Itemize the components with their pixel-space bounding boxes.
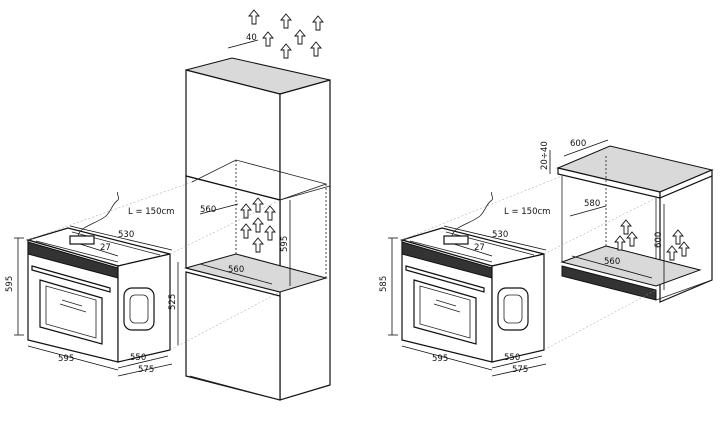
dim-depth: 560: [200, 205, 216, 215]
left-oven: L = 150cm 595 595 530 27 550 575 525: [5, 191, 179, 377]
oven-window: [39, 279, 103, 345]
dim-depth-inner: 550: [130, 353, 146, 363]
dim-width: 600: [570, 139, 586, 149]
side-bracket: [497, 287, 529, 331]
dim-top-depth: 530: [492, 230, 508, 240]
dim-side: 525: [168, 294, 178, 310]
oven-handle: [31, 265, 111, 293]
dim-inner-depth: 560: [228, 265, 244, 275]
dim-depth-outer: 575: [512, 365, 528, 375]
column-cabinet: 40 560 560 595: [27, 9, 331, 401]
counter-cabinet: 20÷40 600 580 560 600: [401, 139, 714, 351]
dim-gap: 40: [246, 33, 257, 43]
power-cable: [77, 199, 119, 237]
dim-width: 595: [58, 354, 74, 364]
oven-window: [413, 279, 477, 345]
dim-panel: 27: [474, 243, 485, 253]
niche-floor: [184, 253, 328, 293]
exhaust-arrows: [248, 9, 324, 59]
dim-panel: 27: [100, 243, 111, 253]
dim-height: 585: [379, 276, 389, 292]
dim-inner-width: 560: [604, 257, 620, 267]
dim-height: 595: [5, 276, 15, 292]
cabinet-floor: [560, 245, 702, 287]
power-cable: [451, 199, 493, 237]
cable-length-label: L = 150cm: [504, 207, 550, 217]
dim-width: 595: [432, 354, 448, 364]
dim-depth-outer: 575: [138, 365, 154, 375]
dim-top-depth: 530: [118, 230, 134, 240]
dim-inner-depth: 580: [584, 199, 600, 209]
dim-depth-inner: 550: [504, 353, 520, 363]
cable-length-label: L = 150cm: [128, 207, 174, 217]
dim-niche-height: 595: [280, 236, 290, 252]
right-oven: L = 150cm 585 595 530 27 550 575: [379, 191, 550, 377]
oven-handle: [405, 265, 485, 293]
dim-top: 20÷40: [540, 141, 550, 170]
side-bracket: [123, 287, 155, 331]
dim-height: 600: [654, 232, 664, 248]
lower-door: [185, 271, 281, 401]
